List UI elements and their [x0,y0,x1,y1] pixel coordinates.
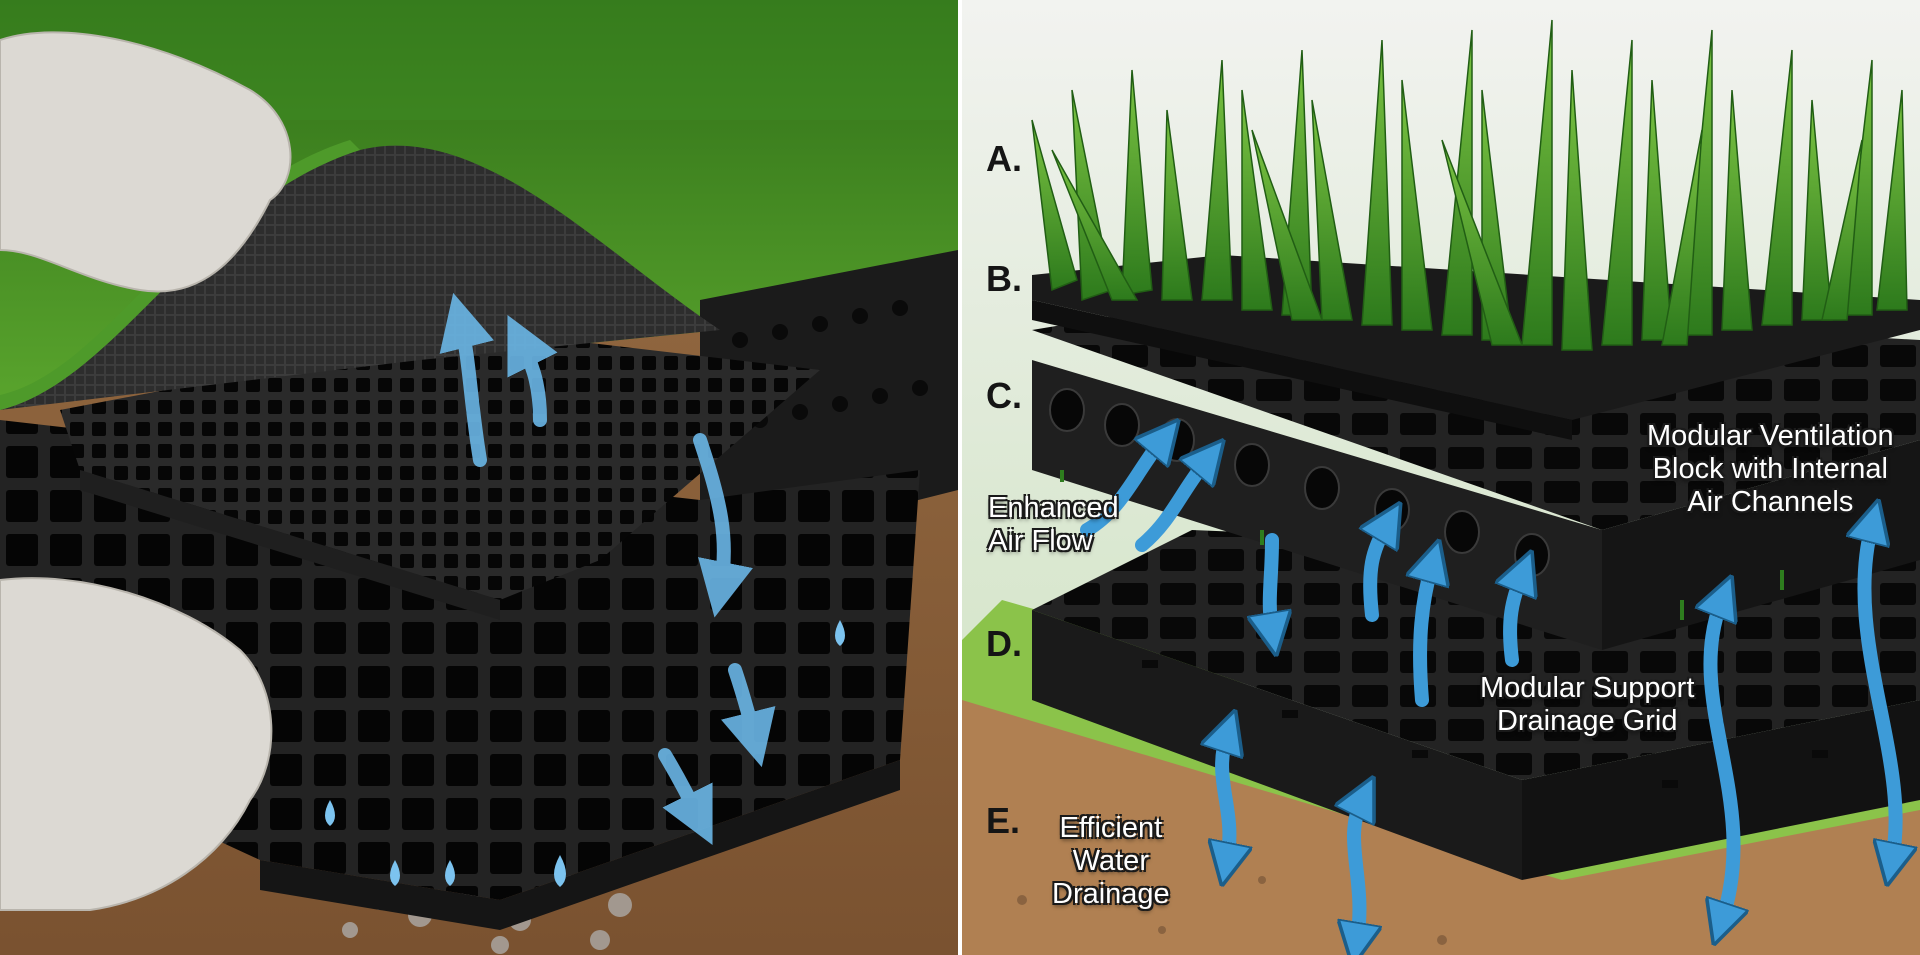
diagram-flow-arrows [1080,440,1896,940]
callout-line: Efficient [1059,812,1163,844]
glove-top [0,31,292,293]
callout-line: Water [1072,845,1149,877]
photo-flow-arrows [439,292,776,846]
callout-line: Drainage Grid [1496,705,1678,737]
layer-label-b: B. [986,258,1022,299]
layer-label-e: E. [986,800,1021,841]
callout-support-grid: Modular Support Drainage Grid [1480,672,1694,738]
callout-line: Block with Internal [1652,453,1888,485]
layer-label-d: D. [986,623,1022,664]
callout-line: Air Channels [1687,486,1854,518]
glove-bottom [0,577,273,911]
callout-line: Modular Support [1480,672,1695,704]
callout-ventilation-block: Modular Ventilation Block with Internal … [1647,420,1894,519]
grass-layer [1031,19,1908,351]
diagram-artwork [962,0,1920,955]
callout-line: Air Flow [988,525,1093,557]
callout-enhanced-air-flow: Enhanced Air Flow [988,492,1119,558]
callout-line: Modular Ventilation [1647,420,1894,452]
callout-water-drainage: Efficient Water Drainage [1052,812,1170,911]
panel-divider [958,0,962,955]
installation-photo [0,0,958,955]
layer-diagram: A. B. C. D. E. Enhanced Air Flow Modular… [962,0,1920,955]
layer-label-c: C. [986,375,1022,416]
callout-line: Enhanced [988,492,1119,524]
layer-label-a: A. [986,138,1022,179]
callout-line: Drainage [1052,878,1170,910]
water-drops [325,620,845,887]
